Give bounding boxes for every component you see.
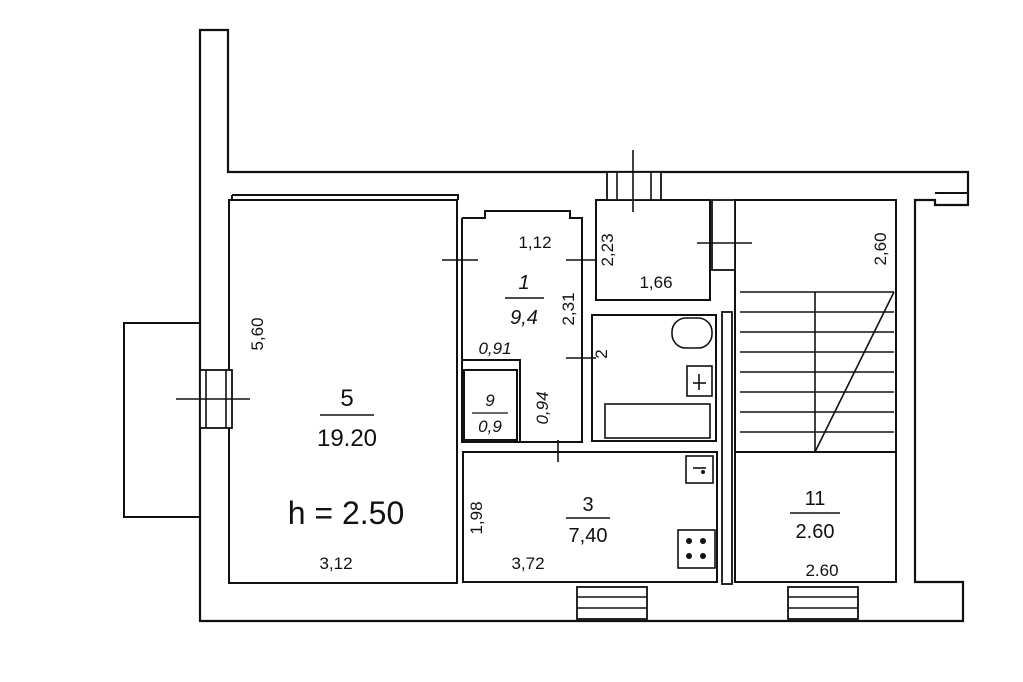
dimension-labels: 5,60 3,12 1,12 2,31 0,91 0,94 2,23 1,66 …: [248, 232, 890, 580]
dim-bath-side: 2: [592, 349, 611, 358]
ceiling-height: h = 2.50: [288, 495, 405, 531]
dim-room5-height: 5,60: [248, 317, 267, 350]
room-1-number: 1: [518, 272, 529, 294]
kitchen-sink-icon: [685, 455, 714, 484]
bathroom-outline: [591, 314, 717, 442]
room-9-outline: [463, 369, 518, 441]
dim-toilet-side: 2,23: [598, 233, 617, 266]
dim-room11-width: 2.60: [805, 561, 838, 580]
balcony-outline: [123, 322, 200, 518]
windows: [123, 150, 859, 620]
stairs: [740, 291, 895, 453]
sink-icon: [686, 365, 713, 397]
dim-hall-pantry-edge: 0,91: [478, 339, 511, 358]
room-5-area: 19.20: [317, 425, 377, 452]
room-3-area: 7,40: [569, 525, 608, 547]
dim-hall-side: 2,31: [559, 292, 578, 325]
dim-kitchen-width: 3,72: [511, 554, 544, 573]
room-11-number: 11: [805, 488, 826, 510]
room-11-area: 2.60: [796, 521, 835, 543]
dim-toilet-width: 1,66: [639, 273, 672, 292]
room-3-outline: [462, 451, 718, 583]
dim-room5-width: 3,12: [319, 554, 352, 573]
dim-kitchen-side: 1,98: [467, 501, 486, 534]
toilet-outline: [595, 199, 711, 301]
room-1-area: 9,4: [510, 307, 538, 329]
dim-pantry-side: 0,94: [533, 391, 552, 424]
room-labels: 5 19.20 1 9,4 9 0,9 3 7,40 11 2.60 h = 2…: [288, 272, 840, 547]
room-9-area: 0,9: [478, 417, 502, 436]
dim-hall-top: 1,12: [518, 233, 551, 252]
fixtures: [604, 317, 716, 569]
room-9-number: 9: [485, 391, 495, 410]
room-5-number: 5: [340, 385, 353, 412]
dim-stair-side: 2,60: [871, 232, 890, 265]
partition: [721, 311, 733, 585]
door-marks: [442, 259, 596, 462]
stove-icon: [677, 529, 716, 569]
bathtub-icon: [604, 403, 711, 439]
room-1-outline: [461, 210, 583, 443]
room-3-number: 3: [582, 494, 593, 516]
